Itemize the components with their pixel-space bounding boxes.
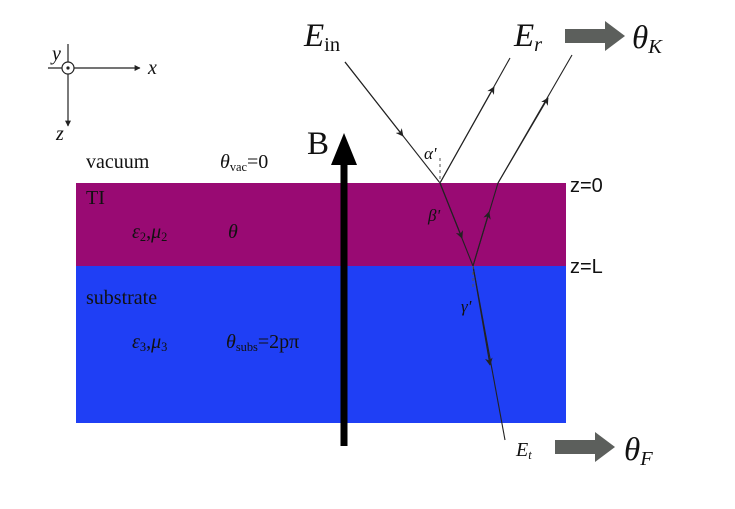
x-axis-label: x	[148, 57, 157, 79]
gamma-angle-label: γ'	[461, 297, 472, 316]
ti-label: TI	[86, 187, 105, 209]
beta-angle-label: β'	[428, 206, 441, 225]
ti-layer	[76, 183, 566, 266]
b-field-label: B	[307, 126, 330, 162]
theta-vac-label: θvac=0	[220, 151, 269, 175]
substrate-layer	[76, 266, 566, 423]
light-rays	[344, 54, 573, 441]
kerr-rotation-arrow	[565, 21, 625, 51]
normal-lines	[439, 158, 474, 290]
z-axis-label: z	[56, 123, 64, 145]
theta-subs-label: θsubs=2pπ	[226, 331, 300, 355]
ti-eps-mu-label: ε2,μ2	[132, 221, 168, 245]
reflected-field-label: Er	[514, 18, 543, 57]
interface-zL-label: z=L	[570, 256, 603, 278]
substrate-label: substrate	[86, 287, 158, 309]
kerr-angle-label: θK	[632, 20, 662, 59]
magnetic-field-arrow	[331, 133, 357, 446]
alpha-angle-label: α'	[424, 144, 437, 163]
faraday-angle-label: θF	[624, 432, 653, 471]
vacuum-label: vacuum	[86, 151, 150, 173]
substrate-eps-mu-label: ε3,μ3	[132, 331, 168, 355]
y-axis-label: y	[52, 43, 61, 65]
transmitted-field-label: Et	[516, 439, 532, 463]
ti-theta-label: θ	[228, 221, 238, 243]
faraday-rotation-arrow	[555, 432, 615, 462]
coordinate-axes	[48, 44, 141, 127]
interface-z0-label: z=0	[570, 175, 603, 197]
incident-field-label: Ein	[304, 18, 341, 57]
